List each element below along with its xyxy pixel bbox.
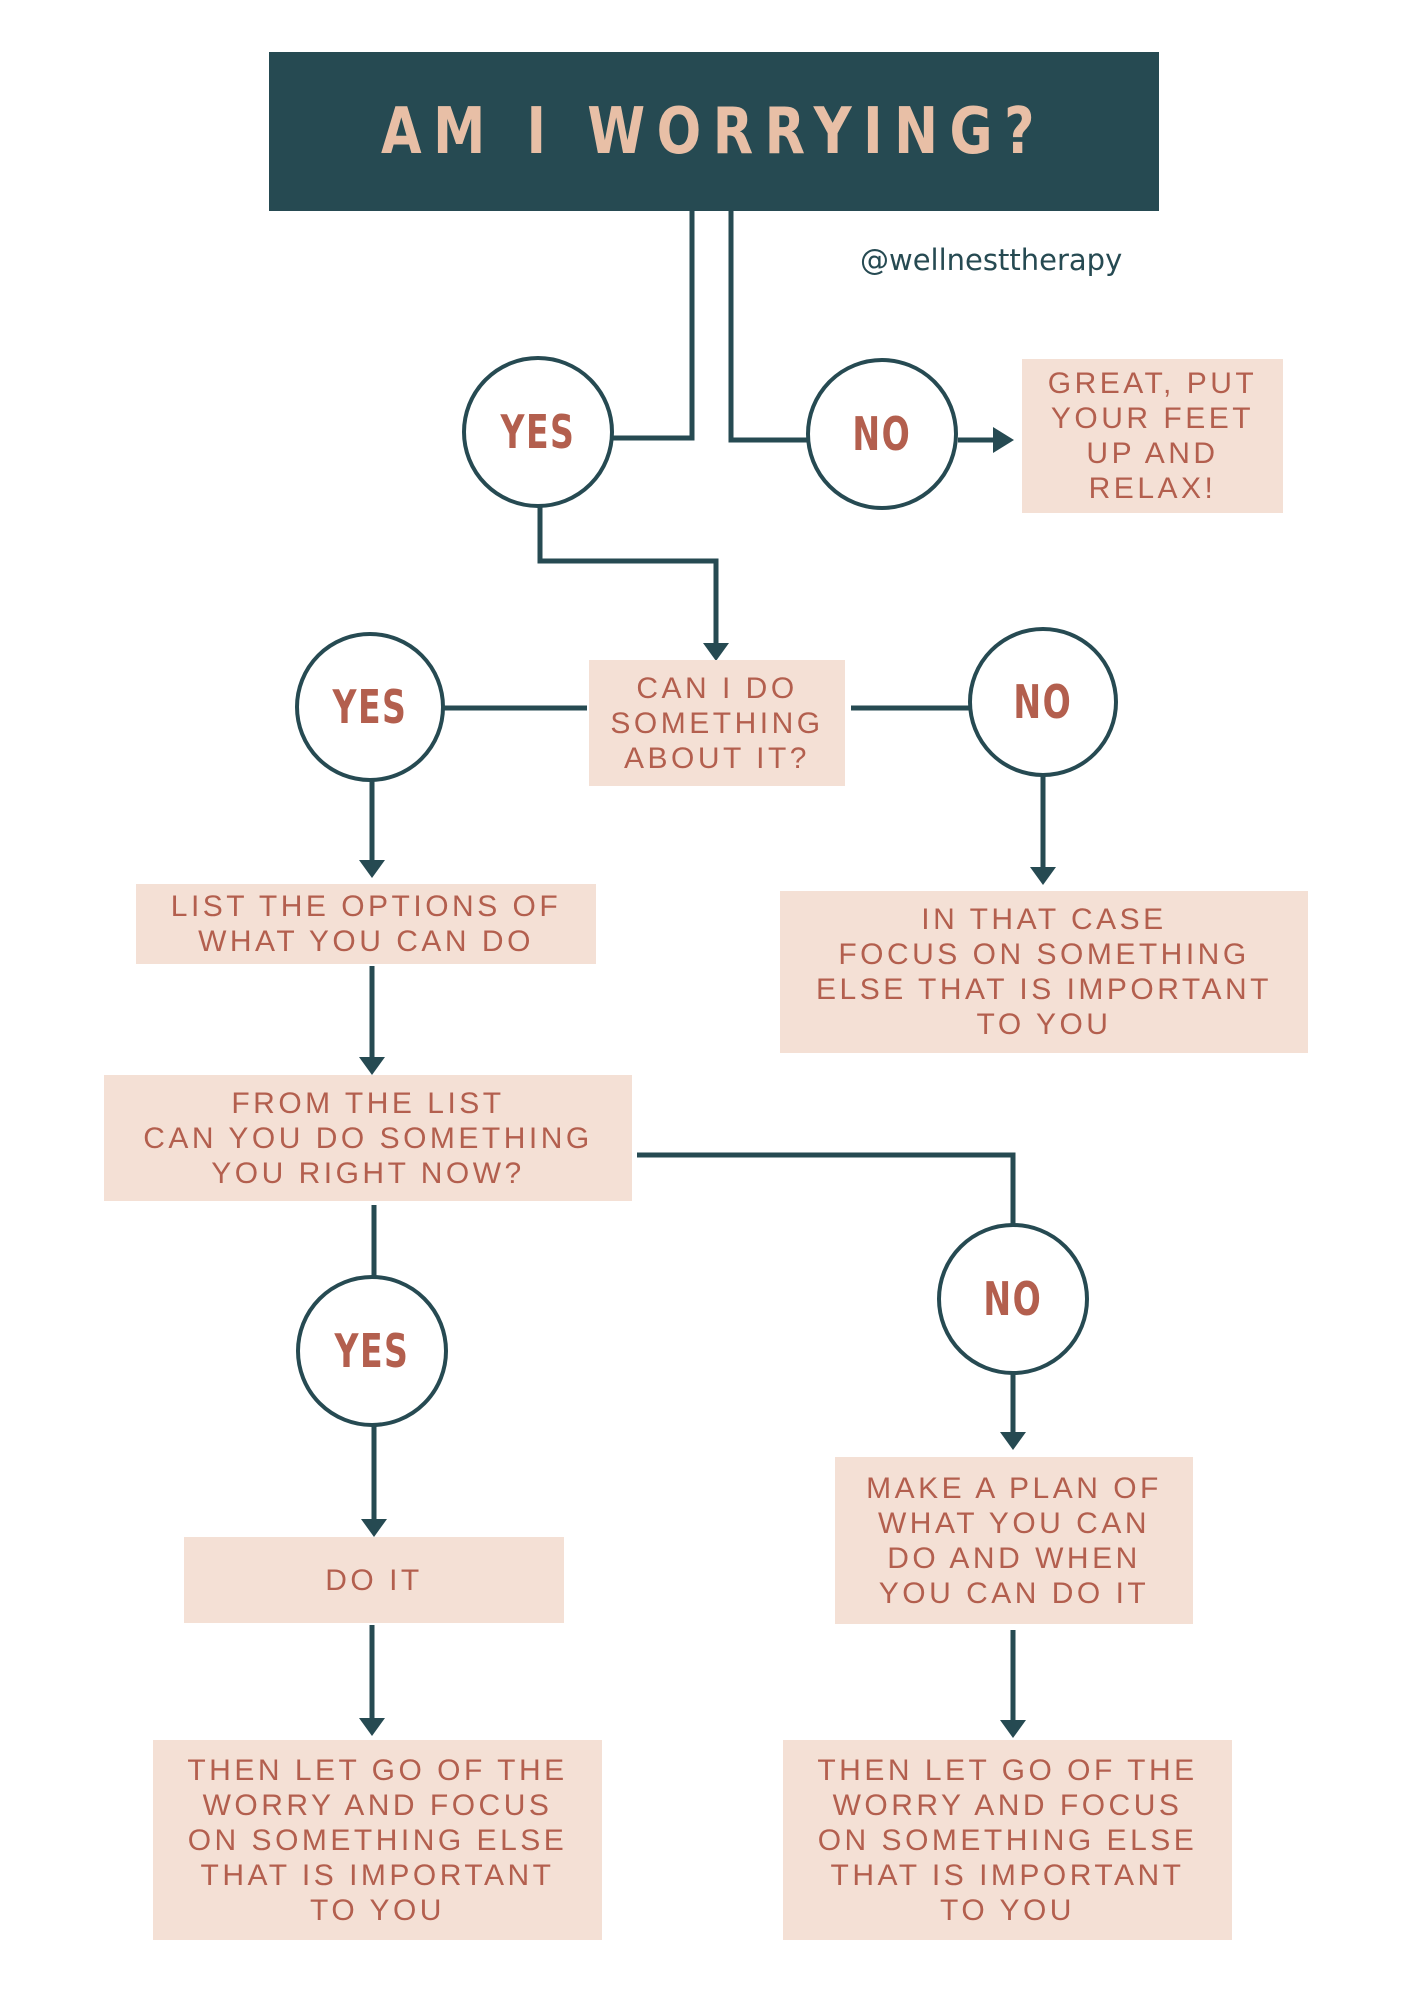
no-circle-3: NO <box>937 1223 1089 1375</box>
question-3-box: FROM THE LIST CAN YOU DO SOMETHING YOU R… <box>104 1075 632 1201</box>
social-handle: @wellnesttherapy <box>860 243 1123 277</box>
make-plan-text: MAKE A PLAN OF WHAT YOU CAN DO AND WHEN … <box>866 1471 1162 1610</box>
title-banner: AM I WORRYING? <box>269 52 1159 211</box>
question-3-line-2: CAN YOU DO SOMETHING <box>143 1121 593 1155</box>
relax-text: GREAT, PUT YOUR FEET UP AND RELAX! <box>1047 367 1258 505</box>
page-title: AM I WORRYING? <box>381 94 1047 169</box>
connector-q3-no <box>637 1152 1016 1224</box>
no-circle-2: NO <box>968 627 1118 777</box>
connector-yes-question2 <box>537 506 719 645</box>
yes-label-3: YES <box>334 1324 410 1378</box>
arrow-head-doit <box>361 1519 387 1537</box>
no-label-1: NO <box>852 407 912 461</box>
focus-elsewhere-text: IN THAT CASE FOCUS ON SOMETHING ELSE THA… <box>816 903 1272 1041</box>
connector-title-yes <box>613 211 695 441</box>
question-2-text: CAN I DO SOMETHING ABOUT IT? <box>610 671 824 775</box>
arrow-head-question2 <box>703 643 729 661</box>
question-2-box: CAN I DO SOMETHING ABOUT IT? <box>589 660 845 786</box>
list-options-box: LIST THE OPTIONS OF WHAT YOU CAN DO <box>136 884 596 964</box>
yes-circle-1: YES <box>462 356 614 508</box>
make-plan-box: MAKE A PLAN OF WHAT YOU CAN DO AND WHEN … <box>835 1457 1193 1624</box>
yes-circle-2: YES <box>295 632 445 782</box>
no-label-2: NO <box>1013 675 1073 729</box>
no-label-3: NO <box>983 1272 1043 1326</box>
question-3-word-now: NOW? <box>420 1156 525 1190</box>
connector-title-no <box>728 211 808 443</box>
yes-label-2: YES <box>332 680 408 734</box>
question-3-line-1: FROM THE LIST <box>231 1086 505 1120</box>
focus-elsewhere-box: IN THAT CASE FOCUS ON SOMETHING ELSE THA… <box>780 891 1308 1053</box>
do-it-box: DO IT <box>184 1537 564 1623</box>
let-go-text-right: THEN LET GO OF THE WORRY AND FOCUS ON SO… <box>817 1753 1198 1927</box>
let-go-box-right: THEN LET GO OF THE WORRY AND FOCUS ON SO… <box>783 1740 1232 1940</box>
yes-label-1: YES <box>500 405 576 459</box>
arrow-head-final-left <box>359 1718 385 1736</box>
arrow-head-q3 <box>359 1057 385 1075</box>
let-go-text-left: THEN LET GO OF THE WORRY AND FOCUS ON SO… <box>187 1753 568 1927</box>
arrow-head-focus <box>1030 867 1056 885</box>
relax-box: GREAT, PUT YOUR FEET UP AND RELAX! <box>1022 359 1283 513</box>
question-3-word-right: RIGHT <box>298 1156 409 1190</box>
arrow-head-list <box>359 860 385 878</box>
arrow-head-final-right <box>1000 1720 1026 1738</box>
list-options-text: LIST THE OPTIONS OF WHAT YOU CAN DO <box>170 890 562 958</box>
question-3-text: FROM THE LIST CAN YOU DO SOMETHING YOU R… <box>143 1086 592 1191</box>
yes-circle-3: YES <box>296 1275 448 1427</box>
arrow-head-no-result <box>993 427 1014 453</box>
no-circle-1: NO <box>806 358 958 510</box>
do-it-text: DO IT <box>325 1563 423 1597</box>
let-go-box-left: THEN LET GO OF THE WORRY AND FOCUS ON SO… <box>153 1740 602 1940</box>
arrow-head-plan <box>1000 1432 1026 1450</box>
question-3-word-you: YOU <box>211 1156 287 1190</box>
